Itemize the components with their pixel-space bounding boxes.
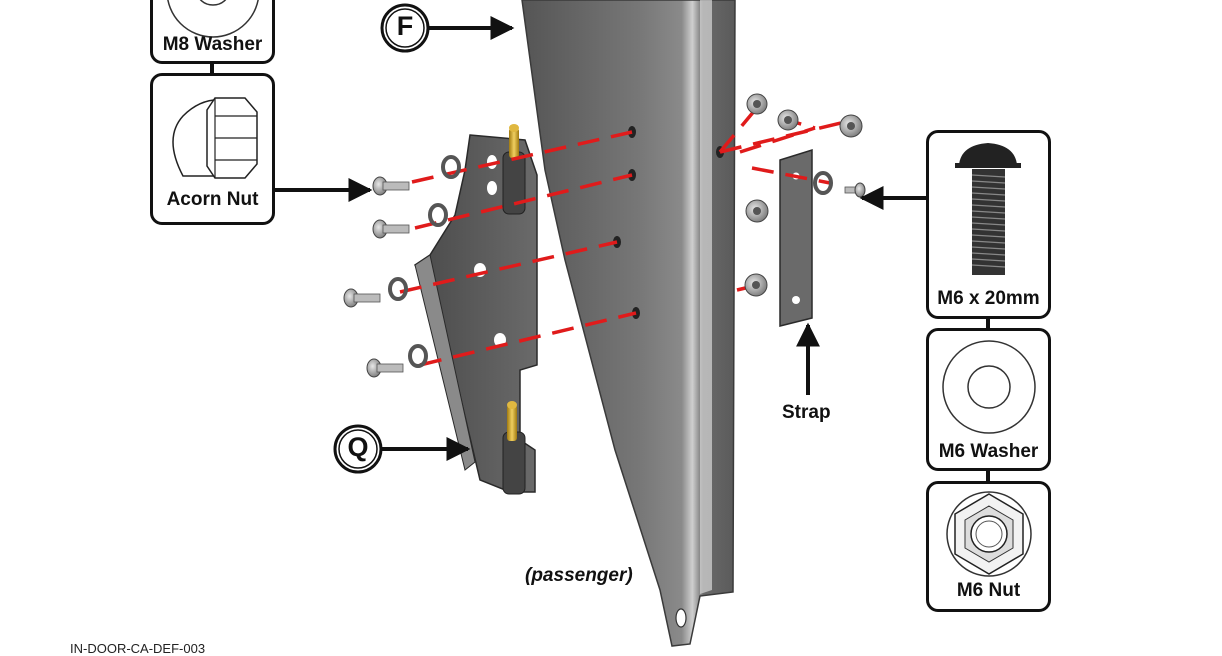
m6-nut-label: M6 Nut — [956, 580, 1021, 601]
m8-washer-label: M8 Washer — [162, 34, 263, 55]
document-id: IN-DOOR-CA-DEF-003 — [70, 641, 206, 656]
strap-label: Strap — [782, 402, 831, 423]
hinge-bracket — [414, 124, 538, 495]
door-panel — [521, 0, 736, 647]
m6-washer-label: M6 Washer — [938, 441, 1039, 462]
m6-washer-card: M6 Washer — [926, 328, 1051, 471]
m6-washer-icon — [942, 340, 1036, 434]
passenger-label: (passenger) — [525, 565, 633, 586]
m6-bolt-label: M6 x 20mm — [937, 288, 1040, 309]
callout-circle-q-shape — [333, 424, 383, 474]
left-fasteners — [343, 155, 461, 378]
acorn-nut-card: Acorn Nut — [150, 73, 275, 225]
acorn-nut-label: Acorn Nut — [166, 189, 259, 210]
right-fasteners — [744, 93, 866, 297]
m6-bolt-icon — [955, 143, 1021, 275]
m6-nut-icon — [946, 491, 1032, 577]
m8-washer-icon — [167, 0, 259, 38]
m8-washer-card: M8 Washer — [150, 0, 275, 64]
acorn-nut-icon — [172, 97, 258, 179]
m6-bolt-card: M6 x 20mm — [926, 130, 1051, 319]
callout-circle-f-shape — [380, 3, 430, 53]
callout-q-label: Q — [347, 432, 369, 462]
callout-arrows — [275, 16, 926, 461]
strap-part — [779, 148, 813, 327]
m6-nut-card: M6 Nut — [926, 481, 1051, 612]
callout-f-label: F — [396, 11, 414, 41]
